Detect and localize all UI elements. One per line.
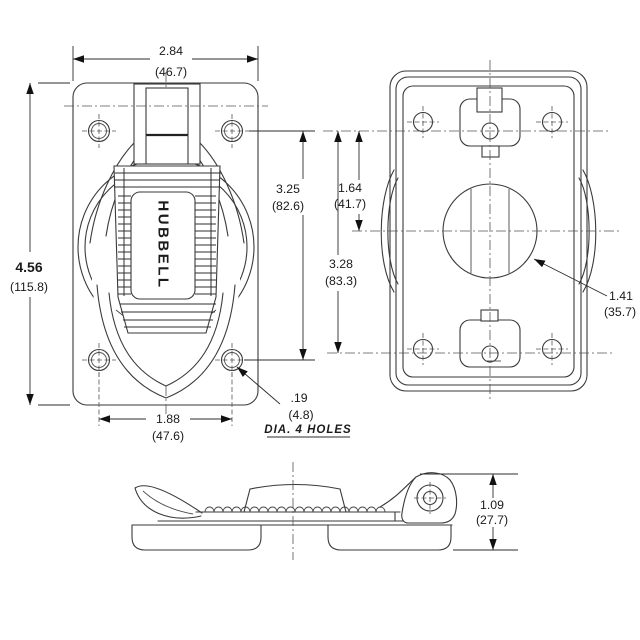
dim-side-height: 1.09 (27.7) [420,473,518,551]
dim-front-height-mm: (115.8) [10,280,48,294]
left-bulge [380,169,399,293]
back-centerlines [323,60,622,400]
dim-opening-dia-mm: (35.7) [604,305,636,319]
lid-profile-lines [157,511,449,522]
lift-tab [134,485,203,519]
lower-lip-outer [96,284,236,399]
front-centerlines [64,72,268,415]
dim-screw-center-mm: (41.7) [334,197,366,211]
dim-hole-dia-note: DIA. 4 HOLES [264,424,351,436]
dim-front-height: 4.56 (115.8) [10,82,70,406]
dim-hole-span-h-mm: (47.6) [152,429,184,443]
dim-screw-spacing-mm: (83.3) [325,274,357,288]
base-right-lobe [327,524,452,551]
dim-screw-center-in: 1.64 [338,181,362,195]
dim-hole-span-v-in: 3.25 [276,182,300,196]
dome-profile [243,483,347,513]
back-plate-plateau [402,85,575,378]
dim-front-width-mm: (46.7) [155,65,187,79]
side-view [131,462,458,560]
back-view [323,60,622,400]
dim-hole-dia-in: .19 [290,391,307,405]
dim-hole-diameter: .19 (4.8) DIA. 4 HOLES [236,366,351,438]
right-bulge [578,169,597,293]
dim-hole-span-vertical: 3.25 (82.6) [244,130,315,361]
dimensions: 2.84 (46.7) 4.56 (115.8) 3.25 (82.6) 1.8… [10,44,636,551]
front-mounting-holes [82,114,249,377]
dim-side-height-mm: (27.7) [476,513,508,527]
left-ear-curve [89,141,136,244]
hinge [133,83,201,165]
dim-side-height-in: 1.09 [480,498,504,512]
dim-hole-dia-mm: (4.8) [288,408,313,422]
dim-front-width-in: 2.84 [159,44,183,58]
dim-opening-dia-in: 1.41 [609,289,633,303]
dim-front-width: 2.84 (46.7) [72,44,259,81]
dim-screw-to-center: 1.64 (41.7) [334,131,366,231]
dim-hole-span-horizontal: 1.88 (47.6) [98,372,233,443]
dim-screw-spacing-in: 3.28 [329,257,353,271]
scalloped-edge [204,506,386,513]
dim-front-height-in: 4.56 [15,259,42,275]
dim-screw-spacing: 3.28 (83.3) [325,131,357,353]
dim-hole-span-v-mm: (82.6) [272,199,304,213]
front-view: HUBBELL [64,72,268,415]
dim-opening-diameter: 1.41 (35.7) [533,258,636,319]
lid-label-panel [130,191,196,300]
base-left-lobe [131,524,262,551]
brand-label: HUBBELL [155,200,172,289]
lid-ribs [114,168,221,328]
back-mounting-holes [407,106,568,365]
dim-hole-span-h-in: 1.88 [156,412,180,426]
